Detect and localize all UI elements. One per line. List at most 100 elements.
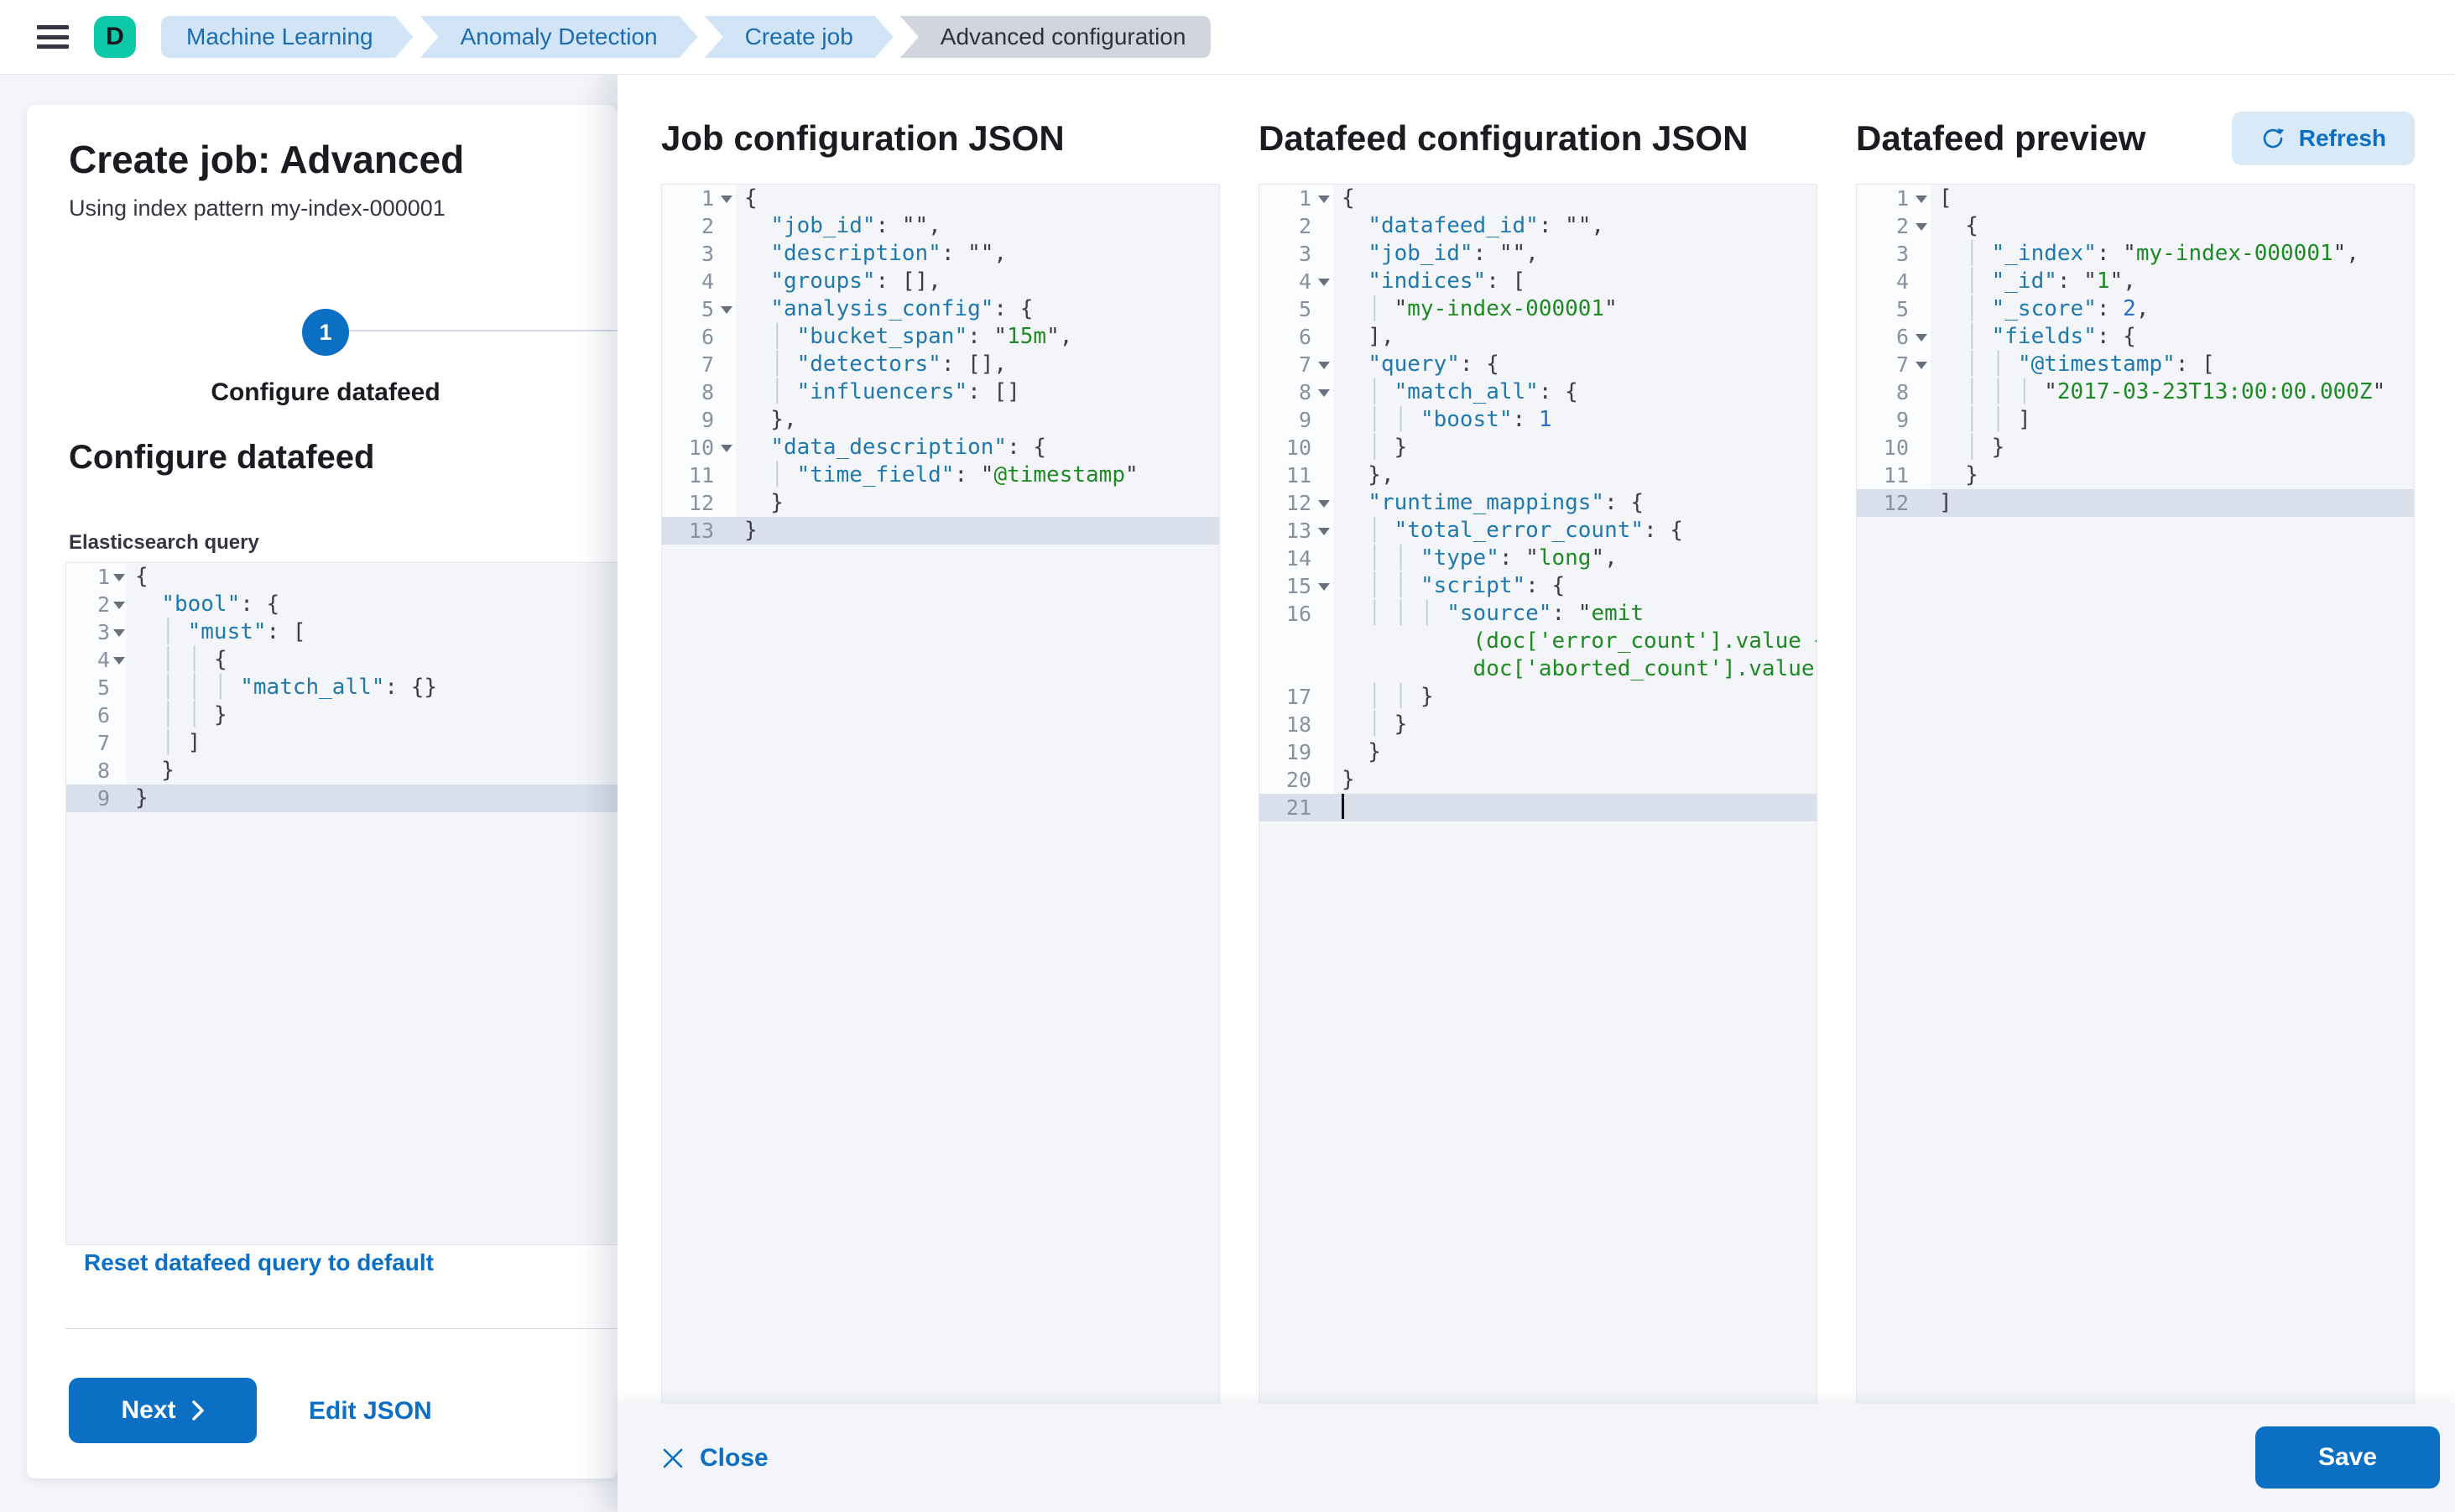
fold-arrow-icon[interactable] (1318, 196, 1330, 203)
code-line: 4 "groups": [], (662, 268, 1219, 295)
save-button[interactable]: Save (2255, 1426, 2440, 1489)
code-line: 1{ (662, 185, 1219, 212)
close-icon (661, 1447, 685, 1470)
fold-arrow-icon[interactable] (1916, 362, 1927, 369)
code-line: 2 "datafeed_id": "", (1259, 212, 1816, 240)
json-editor-flyout: Job configuration JSON 1{2 "job_id": "",… (618, 74, 2455, 1512)
index-pattern-subtitle: Using index pattern my-index-000001 (69, 196, 446, 221)
configure-datafeed-heading: Configure datafeed (69, 439, 375, 476)
code-line: doc['aborted_count'].value)" (1259, 655, 1816, 683)
code-line: 7 │ "detectors": [], (662, 351, 1219, 378)
datafeed-config-json-editor[interactable]: 1{2 "datafeed_id": "",3 "job_id": "",4 "… (1259, 184, 1817, 1405)
step-1-label: Configure datafeed (211, 378, 440, 406)
fold-arrow-icon[interactable] (721, 306, 732, 314)
fold-arrow-icon[interactable] (113, 574, 125, 581)
breadcrumb-item: Advanced configuration (899, 16, 1212, 58)
code-line: 4 │ │ { (66, 646, 618, 674)
code-line: 12] (1857, 489, 2414, 517)
code-line: 8 } (66, 757, 618, 785)
code-line: 12 "runtime_mappings": { (1259, 489, 1816, 517)
code-line: 2 "job_id": "", (662, 212, 1219, 240)
code-line: 13 │ "total_error_count": { (1259, 517, 1816, 545)
edit-json-link[interactable]: Edit JSON (309, 1397, 432, 1425)
refresh-button[interactable]: Refresh (2231, 112, 2415, 165)
code-line: 3 "job_id": "", (1259, 240, 1816, 268)
code-line: 3 │ "must": [ (66, 618, 618, 646)
code-line: 6 │ │ } (66, 701, 618, 729)
code-line: 14 │ │ "type": "long", (1259, 545, 1816, 572)
close-button[interactable]: Close (661, 1444, 769, 1473)
fold-arrow-icon[interactable] (1318, 528, 1330, 535)
code-line: 21 (1259, 793, 1816, 821)
code-line: 8 │ │ │ "2017-03-23T13:00:00.000Z" (1857, 378, 2414, 406)
reset-datafeed-query-link[interactable]: Reset datafeed query to default (84, 1249, 434, 1275)
fold-arrow-icon[interactable] (1318, 583, 1330, 591)
code-line: 17 │ │ } (1259, 683, 1816, 711)
code-line: 7 "query": { (1259, 351, 1816, 378)
refresh-icon (2260, 126, 2286, 151)
breadcrumb-item[interactable]: Anomaly Detection (420, 16, 698, 58)
code-line: 12 } (662, 489, 1219, 517)
code-line: 3 │ "_index": "my-index-000001", (1857, 240, 2414, 268)
code-line: 7 │ │ "@timestamp": [ (1857, 351, 2414, 378)
fold-arrow-icon[interactable] (721, 196, 732, 203)
code-line: (doc['error_count'].value + (1259, 628, 1816, 655)
code-line: 4 │ "_id": "1", (1857, 268, 2414, 295)
fold-arrow-icon[interactable] (1318, 389, 1330, 397)
job-config-heading: Job configuration JSON (661, 118, 1065, 158)
code-line: 1{ (66, 563, 618, 591)
code-line: 16 │ │ │ "source": "emit (1259, 600, 1816, 628)
space-avatar[interactable]: D (94, 16, 136, 58)
code-line: 8 │ "influencers": [] (662, 378, 1219, 406)
code-line: 15 │ │ "script": { (1259, 572, 1816, 600)
code-line: 10 │ } (1857, 434, 2414, 461)
page-title: Create job: Advanced (69, 138, 465, 181)
breadcrumb-item[interactable]: Create job (705, 16, 894, 58)
code-line: 3 "description": "", (662, 240, 1219, 268)
code-line: 1[ (1857, 185, 2414, 212)
breadcrumb-item[interactable]: Machine Learning (161, 16, 414, 58)
code-line: 8 │ "match_all": { (1259, 378, 1816, 406)
job-config-json-editor[interactable]: 1{2 "job_id": "",3 "description": "",4 "… (661, 184, 1220, 1405)
elasticsearch-query-editor[interactable]: 1{2 "bool": {3 │ "must": [4 │ │ {5 │ │ │… (65, 562, 619, 1245)
flyout-footer: Close Save (618, 1404, 2455, 1512)
code-line: 4 "indices": [ (1259, 268, 1816, 295)
code-line: 1{ (1259, 185, 1816, 212)
code-line: 6 │ "fields": { (1857, 323, 2414, 351)
code-line: 20} (1259, 766, 1816, 794)
code-line: 6 │ "bucket_span": "15m", (662, 323, 1219, 351)
fold-arrow-icon[interactable] (1318, 362, 1330, 369)
step-1-indicator[interactable]: 1 (302, 309, 349, 356)
elasticsearch-query-label: Elasticsearch query (69, 531, 259, 554)
code-line: 7 │ ] (66, 729, 618, 757)
code-line: 11 } (1857, 461, 2414, 489)
code-line: 9 }, (662, 406, 1219, 434)
datafeed-preview-editor[interactable]: 1[2 {3 │ "_index": "my-index-000001",4 │… (1856, 184, 2415, 1405)
code-line: 11 │ "time_field": "@timestamp" (662, 461, 1219, 489)
fold-arrow-icon[interactable] (113, 657, 125, 665)
fold-arrow-icon[interactable] (113, 629, 125, 637)
code-line: 9} (66, 785, 618, 812)
fold-arrow-icon[interactable] (1318, 279, 1330, 286)
fold-arrow-icon[interactable] (1916, 196, 1927, 203)
code-line: 5 │ "_score": 2, (1857, 295, 2414, 323)
fold-arrow-icon[interactable] (1916, 334, 1927, 342)
chevron-right-icon (191, 1400, 205, 1421)
code-line: 6 ], (1259, 323, 1816, 351)
text-cursor (1342, 793, 1344, 819)
code-line: 18 │ } (1259, 711, 1816, 738)
code-line: 10 "data_description": { (662, 434, 1219, 461)
menu-icon[interactable] (37, 25, 69, 49)
next-button[interactable]: Next (69, 1378, 257, 1443)
fold-arrow-icon[interactable] (721, 445, 732, 452)
divider (65, 1328, 618, 1329)
code-line: 2 { (1857, 212, 2414, 240)
code-line: 9 │ │ "boost": 1 (1259, 406, 1816, 434)
datafeed-config-heading: Datafeed configuration JSON (1259, 118, 1749, 158)
fold-arrow-icon[interactable] (1318, 500, 1330, 508)
fold-arrow-icon[interactable] (1916, 223, 1927, 231)
datafeed-preview-heading: Datafeed preview (1856, 118, 2146, 158)
fold-arrow-icon[interactable] (113, 602, 125, 609)
